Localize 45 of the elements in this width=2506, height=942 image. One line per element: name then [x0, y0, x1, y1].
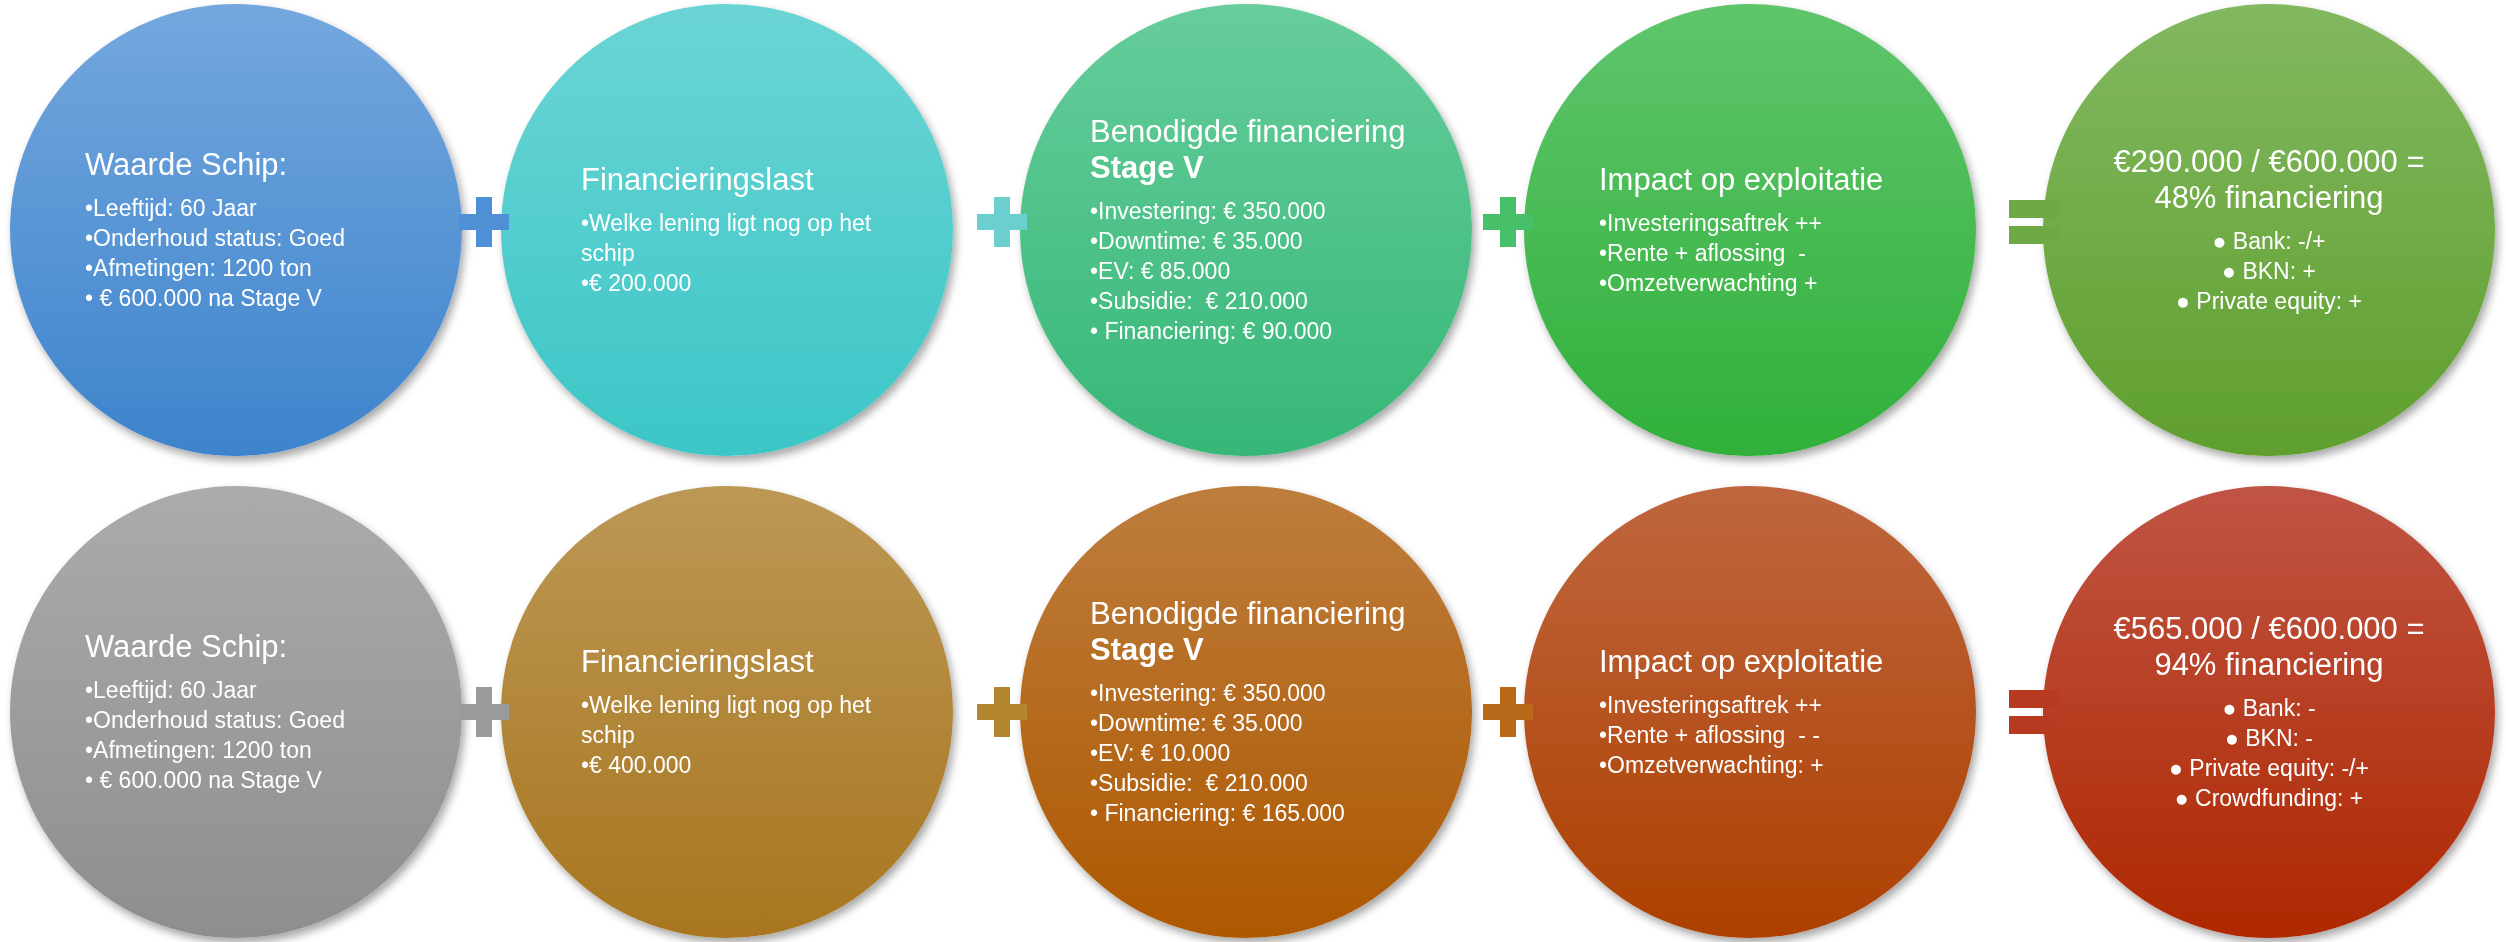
bullet-item: ● Private equity: +: [2175, 287, 2363, 316]
heading-text: Financieringslast: [581, 162, 815, 198]
bullet-item: •Subsidie: € 210.000: [1090, 769, 1309, 798]
heading-text: Impact op exploitatie: [1599, 644, 1885, 680]
bullet-item: •Downtime: € 35.000: [1090, 227, 1304, 256]
bullet-item: • € 600.000 na Stage V: [85, 284, 323, 313]
heading-text: €290.000 / €600.000 = 48% financiering: [2113, 144, 2425, 216]
bullet-item: •€ 200.000: [581, 269, 693, 298]
bullet-item: •€ 400.000: [581, 751, 693, 780]
bullet-item: •Investeringsaftrek ++: [1599, 209, 1823, 238]
bullet-item: •Omzetverwachting: +: [1599, 751, 1825, 780]
bullet-item: •Investering: € 350.000: [1090, 679, 1327, 708]
bullet-item: •Afmetingen: 1200 ton: [85, 254, 313, 283]
bullet-item: ● BKN: +: [2221, 257, 2317, 286]
bullet-item: ● Bank: -: [2221, 694, 2317, 723]
bullet-item: •Investeringsaftrek ++: [1599, 691, 1823, 720]
heading-text: Waarde Schip:: [85, 629, 289, 665]
bullet-item: •Onderhoud status: Goed: [85, 706, 346, 735]
bullet-item: •EV: € 10.000: [1090, 739, 1232, 768]
bullet-item: •Subsidie: € 210.000: [1090, 287, 1309, 316]
heading-text: Benodigde financiering Stage V: [1090, 596, 1407, 668]
bullet-item: •Leeftijd: 60 Jaar: [85, 676, 258, 705]
bullet-item: ● BKN: -: [2224, 724, 2314, 753]
heading-text: Impact op exploitatie: [1599, 162, 1885, 198]
bullet-item: ● Bank: -/+: [2211, 227, 2327, 256]
bullet-item: ● Private equity: -/+: [2168, 754, 2370, 783]
bullet-item: •Investering: € 350.000: [1090, 197, 1327, 226]
bullet-item: • Financiering: € 165.000: [1090, 799, 1346, 828]
bullet-item: •Onderhoud status: Goed: [85, 224, 346, 253]
bullet-item: •Welke lening ligt nog op het schip: [581, 209, 873, 268]
bullet-item: • Financiering: € 90.000: [1090, 317, 1334, 346]
bullet-item: •Leeftijd: 60 Jaar: [85, 194, 258, 223]
heading-text: Waarde Schip:: [85, 147, 289, 183]
heading-text: Benodigde financiering Stage V: [1090, 114, 1407, 186]
bullet-item: •Downtime: € 35.000: [1090, 709, 1304, 738]
bullet-item: •Afmetingen: 1200 ton: [85, 736, 313, 765]
bullet-item: •Omzetverwachting +: [1599, 269, 1819, 298]
bullet-item: •Rente + aflossing -: [1599, 239, 1807, 268]
bullet-item: •Rente + aflossing - -: [1599, 721, 1821, 750]
bullet-item: ● Crowdfunding: +: [2173, 784, 2365, 813]
bullet-item: • € 600.000 na Stage V: [85, 766, 323, 795]
bullet-item: •EV: € 85.000: [1090, 257, 1232, 286]
heading-text: Financieringslast: [581, 644, 815, 680]
bullet-item: •Welke lening ligt nog op het schip: [581, 691, 873, 750]
heading-text: €565.000 / €600.000 = 94% financiering: [2112, 611, 2426, 683]
